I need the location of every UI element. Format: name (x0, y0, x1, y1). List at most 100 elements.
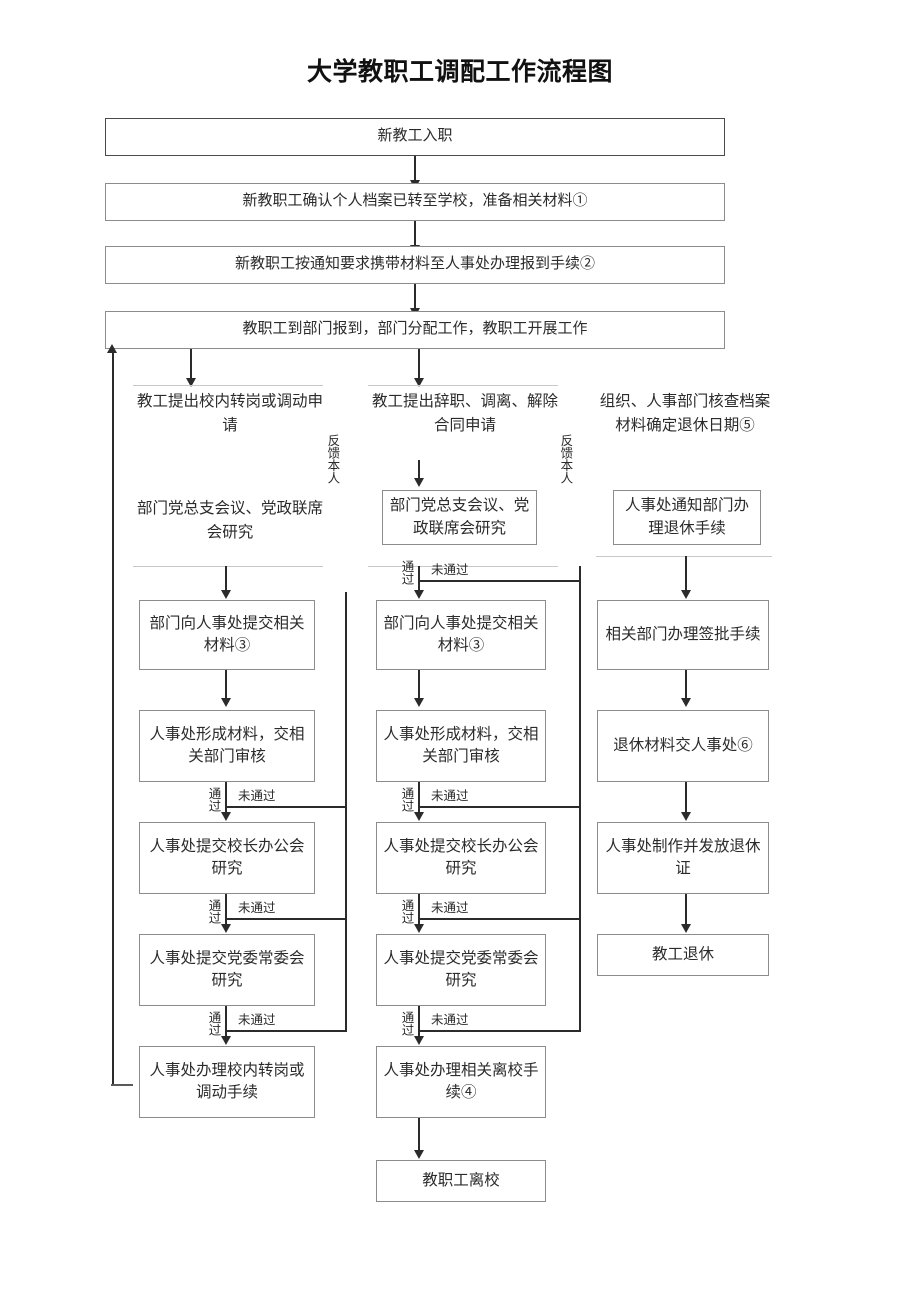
connector-m1-m2 (418, 670, 420, 702)
connector-n2-n3 (414, 221, 416, 247)
connector-middle-fail-2 (418, 918, 581, 920)
arrow-r3-r4 (680, 924, 691, 933)
node-department-assignment[interactable]: 教职工到部门报到，部门分配工作，教职工开展工作 (105, 311, 725, 349)
arrow-right-notice-to-r1 (680, 590, 691, 599)
label-middle-fail-1: 未通过 (431, 789, 469, 803)
connector-l1-l2 (225, 670, 227, 702)
connector-branch-left-stem (190, 349, 192, 380)
caption-rule-middle (368, 385, 558, 386)
connector-middle-fail-rail (579, 566, 581, 1032)
connector-feedback-return-foot (111, 1084, 133, 1086)
node-middle-party-meeting[interactable]: 部门党总支会议、党政联席会研究 (382, 490, 537, 545)
connector-l3-l4 (225, 894, 227, 928)
node-label: 人事处制作并发放退休证 (605, 837, 761, 877)
connector-m4-m5 (418, 1006, 420, 1040)
node-middle-party-standing-committee[interactable]: 人事处提交党委常委会研究 (376, 934, 546, 1006)
node-confirm-archive[interactable]: 新教职工确认个人档案已转至学校，准备相关材料① (105, 183, 725, 221)
connector-left-fail-2 (225, 918, 347, 920)
arrow-m2-m3 (413, 812, 424, 821)
node-report-to-hr[interactable]: 新教职工按通知要求携带材料至人事处办理报到手续② (105, 246, 725, 284)
node-new-staff-onboarding[interactable]: 新教工入职 (105, 118, 725, 156)
connector-left-fail-3 (225, 1030, 347, 1032)
arrow-middle-meeting-to-m1 (413, 590, 424, 599)
label-left-fail-3: 未通过 (238, 1013, 276, 1027)
node-middle-hr-prepare-materials[interactable]: 人事处形成材料，交相关部门审核 (376, 710, 546, 782)
node-label: 新教职工确认个人档案已转至学校，准备相关材料① (242, 193, 588, 210)
node-right-staff-retired[interactable]: 教工退休 (597, 934, 769, 976)
connector-left-fail-rail (345, 592, 347, 1032)
rule-left-meeting-bottom (133, 566, 323, 567)
rule-middle-meeting-bottom (368, 566, 558, 567)
node-label: 部门向人事处提交相关材料③ (149, 614, 305, 654)
caption-left-party-meeting: 部门党总支会议、党政联席会研究 (130, 492, 330, 550)
label-left-fail-1: 未通过 (238, 789, 276, 803)
node-right-submit-retirement-materials[interactable]: 退休材料交人事处⑥ (597, 710, 769, 782)
arrow-l4-l5 (220, 1036, 231, 1045)
arrow-l1-l2 (220, 698, 231, 707)
arrow-left-meeting-to-l1 (220, 590, 231, 599)
node-right-retirement-notice[interactable]: 人事处通知部门办理退休手续 (613, 490, 761, 545)
arrow-feedback-return-top (107, 344, 117, 353)
page-title: 大学教职工调配工作流程图 (306, 57, 613, 86)
label-middle-pass-1: 通过 (399, 787, 414, 812)
node-label: 人事处提交党委常委会研究 (149, 949, 305, 989)
arrow-branch-middle (413, 378, 424, 387)
arrow-r1-r2 (680, 698, 691, 707)
label-left-pass-1: 通过 (206, 787, 221, 812)
node-right-issue-retirement-certificate[interactable]: 人事处制作并发放退休证 (597, 822, 769, 894)
arrow-r2-r3 (680, 812, 691, 821)
label-middle-pass-3: 通过 (399, 1011, 414, 1036)
node-label: 退休材料交人事处⑥ (613, 736, 753, 754)
label-middle-fail-3: 未通过 (431, 1013, 469, 1027)
connector-n1-n2 (414, 156, 416, 182)
connector-middle-caption-to-meeting (418, 460, 420, 480)
label-left-fail-2: 未通过 (238, 901, 276, 915)
connector-left-meeting-to-l1 (225, 566, 227, 594)
connector-l4-l5 (225, 1006, 227, 1040)
label-middle-fail-0: 未通过 (431, 563, 469, 577)
connector-r3-r4 (685, 894, 687, 928)
node-middle-principal-office-meeting[interactable]: 人事处提交校长办公会研究 (376, 822, 546, 894)
node-middle-staff-departure[interactable]: 教职工离校 (376, 1160, 546, 1202)
node-label: 教职工到部门报到，部门分配工作，教职工开展工作 (242, 321, 588, 338)
node-middle-submit-materials[interactable]: 部门向人事处提交相关材料③ (376, 600, 546, 670)
caption-rule-left (133, 385, 323, 386)
connector-middle-fail-1 (418, 806, 581, 808)
rule-right-notice-bottom (596, 556, 772, 557)
node-left-hr-prepare-materials[interactable]: 人事处形成材料，交相关部门审核 (139, 710, 315, 782)
node-middle-leave-procedures[interactable]: 人事处办理相关离校手续④ (376, 1046, 546, 1118)
label-middle-fail-2: 未通过 (431, 901, 469, 915)
connector-l2-l3 (225, 782, 227, 816)
caption-label: 组织、人事部门核查档案材料确定退休日期⑤ (599, 392, 771, 434)
caption-middle-branch-start: 教工提出辞职、调离、解除合同申请 (365, 386, 565, 442)
node-label: 新教工入职 (377, 128, 453, 145)
connector-m2-m3 (418, 782, 420, 816)
connector-n3-n4 (414, 284, 416, 310)
node-label: 人事处通知部门办理退休手续 (624, 497, 749, 537)
label-middle-feedback: 反馈本人 (558, 434, 573, 484)
node-label: 人事处提交校长办公会研究 (383, 837, 539, 877)
arrow-branch-left (185, 378, 196, 387)
label-left-pass-2: 通过 (206, 899, 221, 924)
arrow-l3-l4 (220, 924, 231, 933)
node-label: 人事处形成材料，交相关部门审核 (383, 725, 539, 765)
node-left-party-standing-committee[interactable]: 人事处提交党委常委会研究 (139, 934, 315, 1006)
node-label: 教工退休 (651, 945, 714, 963)
node-label: 人事处办理校内转岗或调动手续 (149, 1061, 305, 1101)
node-right-department-approval[interactable]: 相关部门办理签批手续 (597, 600, 769, 670)
arrow-middle-caption-to-meeting (413, 478, 424, 487)
node-left-principal-office-meeting[interactable]: 人事处提交校长办公会研究 (139, 822, 315, 894)
node-left-complete-transfer[interactable]: 人事处办理校内转岗或调动手续 (139, 1046, 315, 1118)
arrow-m3-m4 (413, 924, 424, 933)
node-label: 人事处提交校长办公会研究 (149, 837, 305, 877)
connector-middle-fail-0 (418, 580, 581, 582)
caption-right-branch-start: 组织、人事部门核查档案材料确定退休日期⑤ (595, 386, 775, 442)
connector-r1-r2 (685, 670, 687, 702)
arrow-l2-l3 (220, 812, 231, 821)
node-label: 部门向人事处提交相关材料③ (383, 614, 539, 654)
connector-left-fail-1 (225, 806, 347, 808)
node-label: 教职工离校 (422, 1171, 500, 1189)
node-label: 人事处形成材料，交相关部门审核 (149, 725, 305, 765)
node-left-submit-materials[interactable]: 部门向人事处提交相关材料③ (139, 600, 315, 670)
